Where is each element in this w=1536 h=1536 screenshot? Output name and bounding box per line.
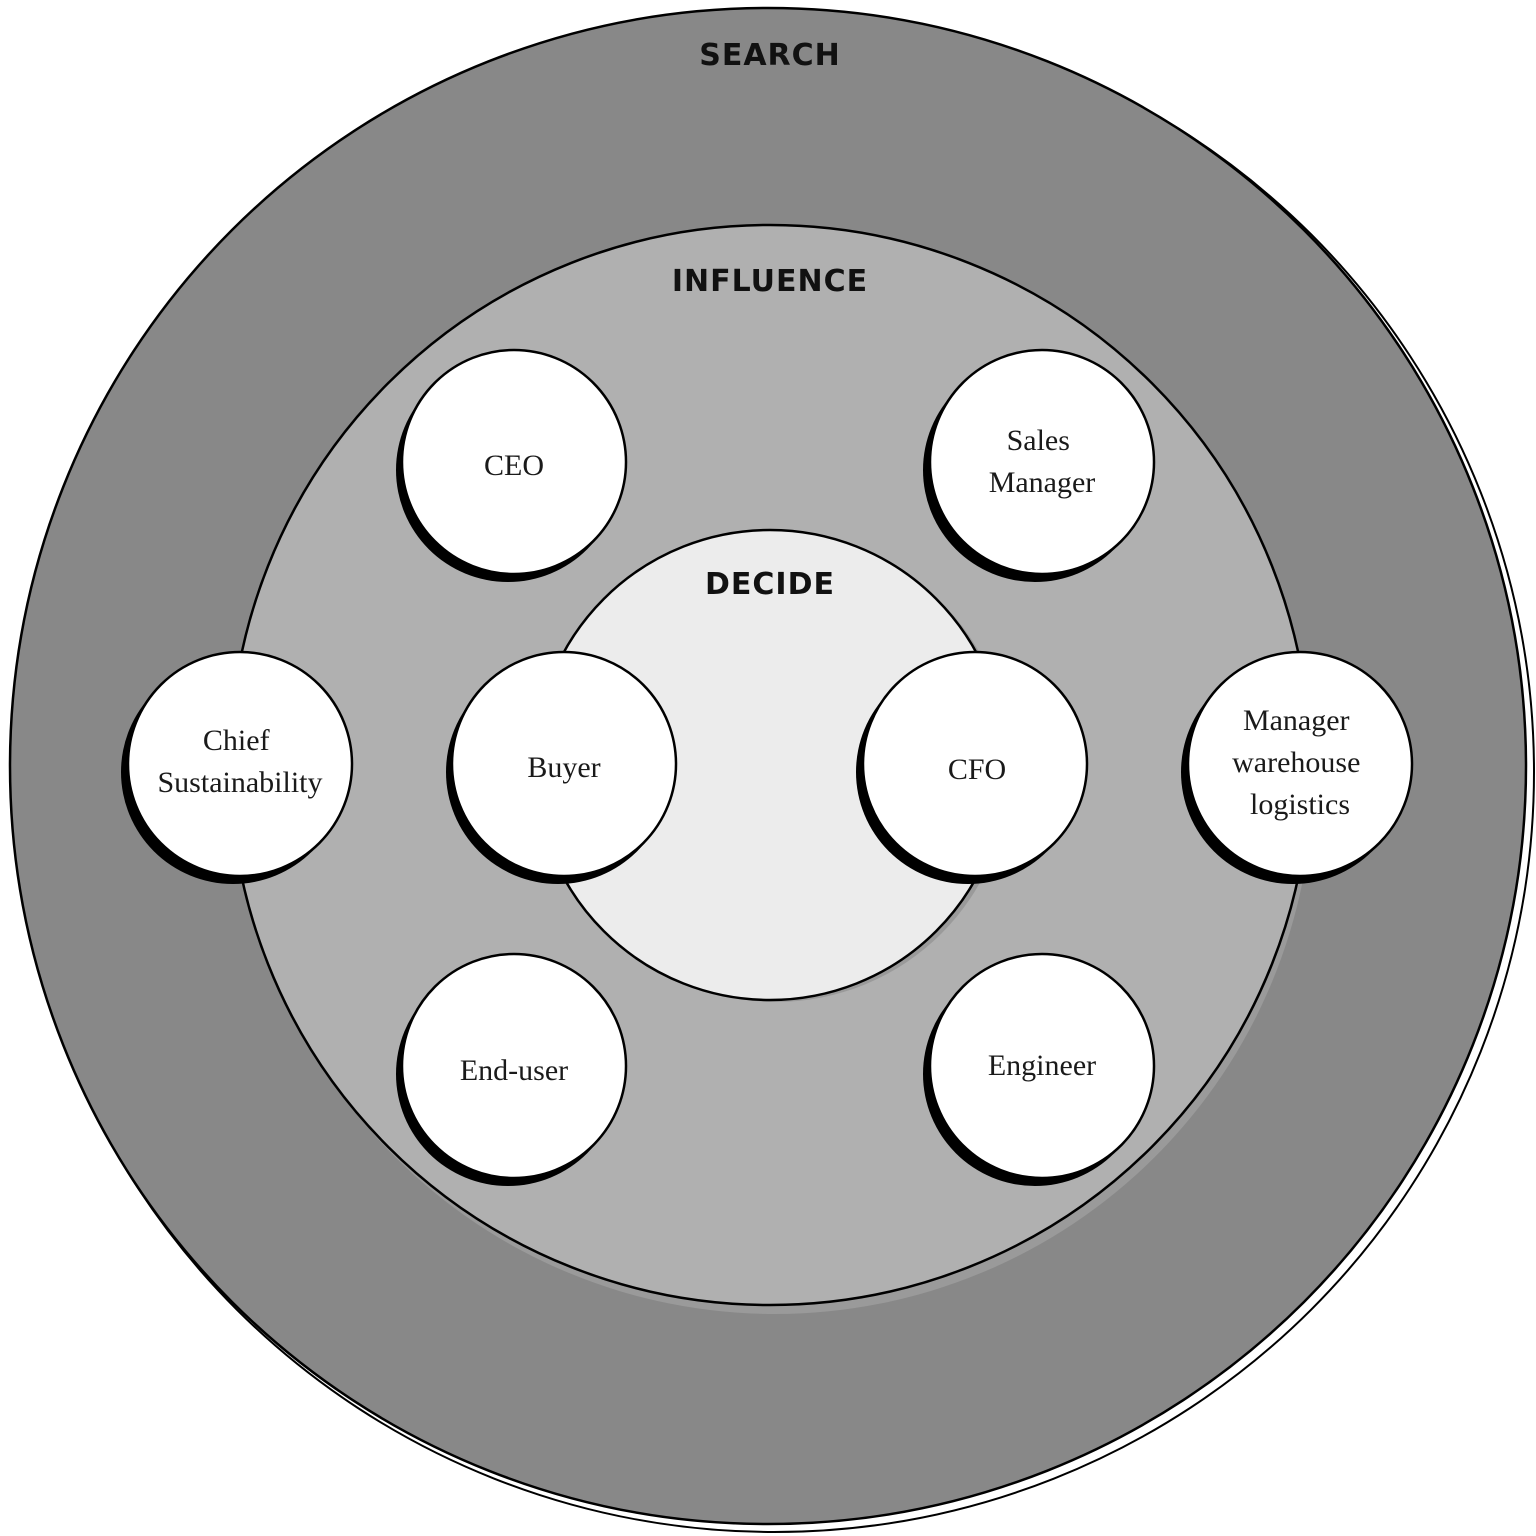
role-buyer: Buyer <box>446 650 678 884</box>
role-end-user-label: End-user <box>460 1054 568 1087</box>
decide-circle-label: DECIDE <box>705 567 835 602</box>
role-engineer: Engineer <box>923 952 1156 1186</box>
role-cfo-label: CFO <box>948 753 1006 786</box>
role-sales-manager: Sales Manager <box>923 348 1156 582</box>
role-sales-manager-label: Sales Manager <box>989 424 1096 499</box>
role-ceo-label: CEO <box>484 449 544 482</box>
role-engineer-label: Engineer <box>988 1049 1096 1082</box>
influence-ring-label: INFLUENCE <box>672 264 868 299</box>
role-cfo: CFO <box>856 650 1089 884</box>
role-ceo: CEO <box>396 348 628 582</box>
search-ring-label: SEARCH <box>699 38 841 73</box>
role-chief-sustainability: Chief Sustainability <box>121 650 354 884</box>
role-buyer-label: Buyer <box>527 751 600 784</box>
decide-circle: DECIDE <box>533 528 1010 1002</box>
role-chief-sustainability-label: Chief Sustainability <box>158 724 323 799</box>
role-end-user: End-user <box>396 952 628 1186</box>
role-manager-warehouse-logistics-label: Manager warehouse logistics <box>1232 704 1368 821</box>
role-manager-warehouse-logistics: Manager warehouse logistics <box>1181 650 1414 884</box>
